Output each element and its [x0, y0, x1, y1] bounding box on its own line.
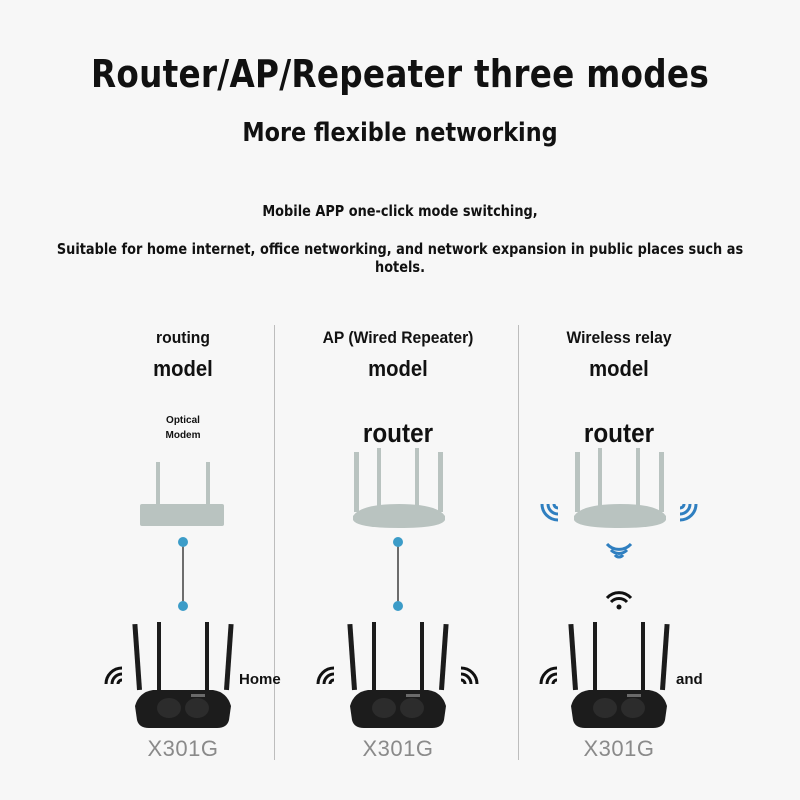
- column-divider-1: [274, 325, 275, 760]
- router-model-name: X301G: [583, 736, 655, 761]
- wifi-signal-icon: [460, 666, 479, 685]
- router-model-name: X301G: [362, 736, 434, 761]
- page-subtitle: More flexible networking: [242, 118, 558, 148]
- mode-title: AP (Wired Repeater): [322, 328, 474, 347]
- router-icon: [347, 622, 449, 728]
- wireless-signal-icon: [540, 503, 559, 522]
- column-divider-2: [518, 325, 519, 760]
- mode-subtitle: model: [589, 356, 649, 381]
- upper-router-label: router: [583, 418, 655, 448]
- mode-subtitle: model: [153, 356, 213, 381]
- description-line-2: Suitable for home internet, office netwo…: [56, 240, 744, 276]
- wifi-signal-icon: [539, 666, 558, 685]
- wireless-signal-down-icon: [605, 542, 633, 559]
- mode-subtitle: model: [368, 356, 428, 381]
- upper-router-label: router: [362, 418, 434, 448]
- router-icon: [132, 622, 234, 728]
- upper-router-icon: [353, 448, 445, 528]
- mode-title: Wireless relay: [566, 328, 672, 347]
- wifi-signal-icon: [605, 591, 633, 610]
- wireless-signal-icon: [679, 503, 698, 522]
- upper-router-icon: [574, 448, 666, 528]
- mode-column-ap: AP (Wired Repeater) model router X301G: [263, 0, 533, 800]
- connection-cable: [178, 537, 188, 611]
- side-text: and: [676, 671, 703, 688]
- optical-modem-icon: [140, 462, 224, 526]
- mode-column-routing: routing model Optical Modem Home X301G: [48, 0, 318, 800]
- wifi-signal-icon: [316, 666, 335, 685]
- wifi-signal-icon: [104, 666, 123, 685]
- mode-title: routing: [156, 328, 210, 347]
- page-title: Router/AP/Repeater three modes: [90, 52, 710, 96]
- side-text: Home: [239, 671, 281, 688]
- connection-cable: [393, 537, 403, 611]
- router-icon: [568, 622, 670, 728]
- router-model-name: X301G: [147, 736, 219, 761]
- modem-label: Optical Modem: [165, 415, 201, 441]
- description-line-1: Mobile APP one-click mode switching,: [262, 202, 538, 220]
- mode-column-wireless-relay: Wireless relay model router: [484, 0, 754, 800]
